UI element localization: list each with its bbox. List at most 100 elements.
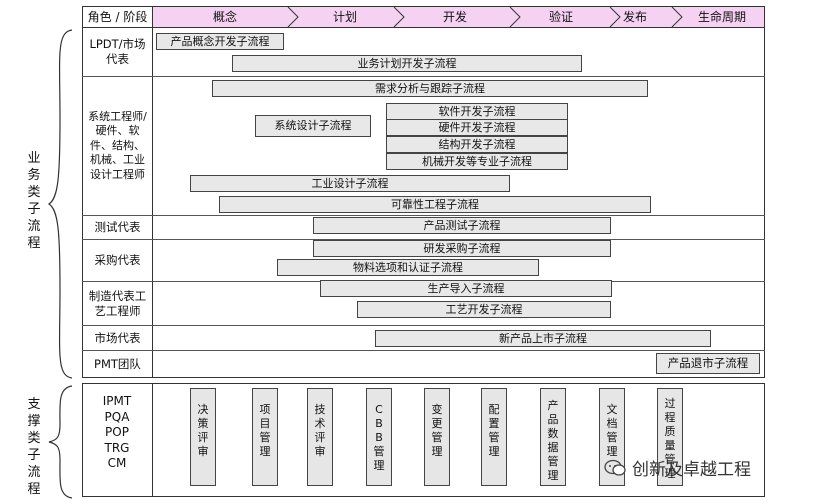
vbox-char: 档 <box>606 417 618 430</box>
vbox-char: 术 <box>314 417 326 430</box>
vbox-char: 过 <box>664 397 676 410</box>
support-process-quality-management: 过程质量管理 <box>657 388 683 486</box>
process-industrial-design: 工业设计子流程 <box>190 175 510 192</box>
phase-plan: 计划 <box>332 9 357 24</box>
process-hardware: 硬件开发子流程 <box>386 119 568 136</box>
role-procurement-rep: 采购代表 <box>94 253 141 267</box>
process-mechanical: 机械开发等专业子流程 <box>386 153 568 170</box>
vbox-char: 审 <box>197 445 209 458</box>
vbox-char: 策 <box>197 417 209 430</box>
process-reliability: 可靠性工程子流程 <box>219 196 651 213</box>
support-role-divider <box>152 383 153 497</box>
vbox-char: 程 <box>664 411 676 424</box>
support-product-data-management: 产品数据管理 <box>540 388 566 486</box>
role-lpdt-marketing: LPDT/市场代表 <box>89 37 146 66</box>
row-divider <box>82 76 765 77</box>
phase-release: 发布 <box>622 9 647 24</box>
vbox-char: 理 <box>373 459 385 472</box>
vbox-char: 理 <box>606 445 618 458</box>
support-project-management: 项目管理 <box>252 388 278 486</box>
vbox-char: 理 <box>488 445 500 458</box>
vbox-char: B <box>375 417 383 430</box>
phase-arrows <box>287 7 683 27</box>
process-process-dev: 工艺开发子流程 <box>357 301 611 318</box>
wechat-icon <box>604 459 626 476</box>
row-divider <box>82 325 765 326</box>
vbox-char: 产 <box>547 399 559 412</box>
vbox-char: 审 <box>314 445 326 458</box>
business-process-label: 业务类子流程 <box>27 151 41 251</box>
support-decision-review: 决策评审 <box>190 388 216 486</box>
support-brace <box>48 385 73 499</box>
process-business-plan: 业务计划开发子流程 <box>232 55 582 72</box>
vbox-char: 质 <box>664 425 676 438</box>
phase-lifecycle: 生命周期 <box>697 9 746 24</box>
vbox-char: 管 <box>606 431 618 444</box>
business-brace <box>47 29 73 379</box>
vbox-char: 理 <box>431 445 443 458</box>
watermark: 创新及卓越工程 <box>604 455 751 480</box>
process-material-selection: 物料选项和认证子流程 <box>277 259 539 276</box>
role-marketing-rep: 市场代表 <box>94 330 141 345</box>
support-roles: IPMT PQA POP TRG CM <box>90 394 144 472</box>
vbox-char: 管 <box>373 445 385 458</box>
row-divider <box>82 239 765 240</box>
phase-develop: 开发 <box>442 9 467 24</box>
vbox-char: 理 <box>259 445 271 458</box>
vbox-char: 配 <box>488 403 500 416</box>
process-software: 软件开发子流程 <box>386 103 568 120</box>
vbox-char: 管 <box>547 455 559 468</box>
row-divider <box>82 350 765 351</box>
role-pmt-team: PMT团队 <box>94 356 141 371</box>
vbox-char: 理 <box>664 467 676 480</box>
role-column-divider <box>152 6 153 378</box>
process-system-design: 系统设计子流程 <box>255 115 371 137</box>
process-production-intro: 生产导入子流程 <box>320 280 612 297</box>
row-divider <box>82 27 765 28</box>
vbox-char: 项 <box>259 403 271 416</box>
vbox-char: 更 <box>431 417 443 430</box>
vbox-char: 理 <box>547 469 559 482</box>
vbox-char: 管 <box>259 431 271 444</box>
vbox-char: B <box>375 431 383 444</box>
vbox-char: 变 <box>431 403 443 416</box>
phase-concept: 概念 <box>212 9 237 24</box>
vbox-char: 据 <box>547 441 559 454</box>
phase-verify: 验证 <box>548 9 573 24</box>
row-divider <box>82 215 765 216</box>
vbox-char: C <box>375 403 383 416</box>
role-test-rep: 测试代表 <box>94 220 141 234</box>
vbox-char: 评 <box>197 431 209 444</box>
support-role-trg: TRG <box>104 440 130 455</box>
vbox-char: 数 <box>547 427 559 440</box>
process-req-analysis: 需求分析与跟踪子流程 <box>212 80 648 97</box>
vbox-char: 品 <box>547 413 559 426</box>
phase-header-band <box>152 7 764 27</box>
process-rd-procurement: 研发采购子流程 <box>313 240 611 257</box>
vbox-char: 管 <box>431 431 443 444</box>
vbox-char: 管 <box>488 431 500 444</box>
support-config-management: 配置管理 <box>481 388 507 486</box>
support-technical-review: 技术评审 <box>307 388 333 486</box>
support-role-pop: POP <box>105 425 129 439</box>
process-launch: 新产品上市子流程 <box>375 330 711 347</box>
process-product-test: 产品测试子流程 <box>313 217 611 234</box>
support-role-ipmt: IPMT <box>102 394 132 408</box>
vbox-char: 管 <box>664 453 676 466</box>
process-retirement: 产品退市子流程 <box>656 353 760 374</box>
support-change-management: 变更管理 <box>424 388 450 486</box>
support-process-label: 支撑类子流程 <box>27 397 41 497</box>
vbox-char: 目 <box>259 417 271 430</box>
support-role-cm: CM <box>107 456 127 470</box>
role-system-engineer: 系统工程师/硬件、软件、结构、机械、工业设计工程师 <box>88 109 147 181</box>
vbox-char: 文 <box>606 403 618 416</box>
vbox-char: 评 <box>314 431 326 444</box>
vbox-char: 技 <box>314 403 326 416</box>
role-stage-header: 角色 / 阶段 <box>87 9 148 24</box>
vbox-char: 量 <box>664 439 676 452</box>
process-structure: 结构开发子流程 <box>386 136 568 153</box>
role-manufacturing-rep: 制造代表工艺工程师 <box>88 288 147 318</box>
vbox-char: 置 <box>488 417 500 430</box>
watermark-text: 创新及卓越工程 <box>632 460 751 480</box>
